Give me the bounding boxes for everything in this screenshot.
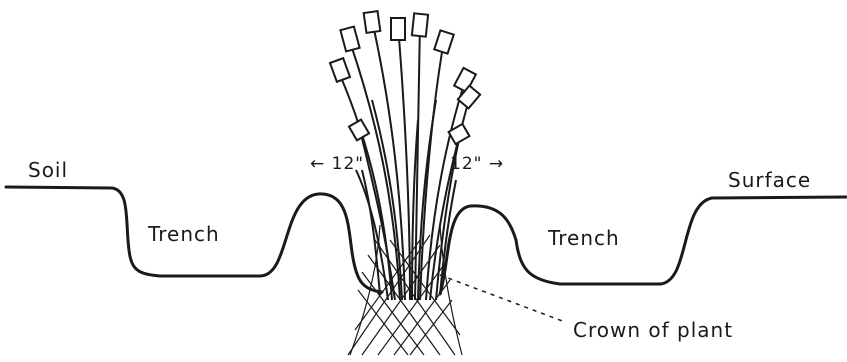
soil-label: Soil (28, 158, 68, 182)
distance-label-right: 12" → (450, 154, 504, 174)
soil-profile-right (440, 197, 846, 294)
surface-label: Surface (728, 168, 811, 192)
crown-label: Crown of plant (573, 318, 733, 342)
trench-label-left: Trench (148, 222, 220, 246)
distance-label-left: ← 12" (310, 154, 364, 174)
trench-label-right: Trench (548, 226, 620, 250)
